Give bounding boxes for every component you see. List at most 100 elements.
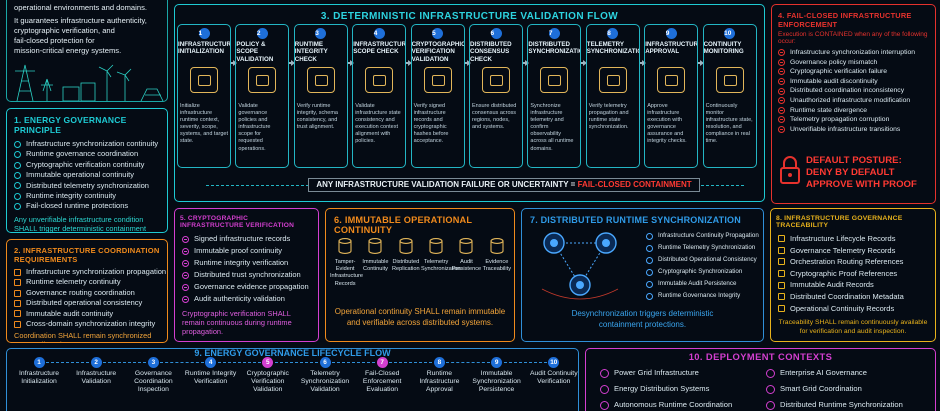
- continuity-step: Telemetry Synchronization: [421, 233, 461, 273]
- lifecycle-connector: [503, 362, 547, 363]
- step-icon: [423, 67, 452, 93]
- step-number: 8: [607, 28, 619, 39]
- flow-arrow: [289, 60, 296, 66]
- panel-title: 10. DEPLOYMENT CONTEXTS: [688, 351, 833, 362]
- list-item: Telemetry propagation corruption: [778, 115, 929, 125]
- lifecycle-step-label: Governance Coordination Inspection: [134, 370, 173, 394]
- step-description: Validate infrastructure state consistenc…: [355, 103, 401, 145]
- lifecycle-step-number: 2: [90, 357, 102, 368]
- step-title: CONTINUITY MONITORING: [703, 41, 744, 56]
- coordination-panel: 2. INFRASTRUCTURE COORDINATION REQUIREME…: [6, 239, 168, 343]
- step-icon: [190, 67, 218, 93]
- list-item: Unverifiable infrastructure transitions: [778, 125, 929, 135]
- document-icon: [778, 258, 785, 266]
- step-description: Approve infrastructure execution with go…: [647, 103, 687, 145]
- traceability-panel: 8. INFRASTRUCTURE GOVERNANCE TRACEABILIT…: [770, 208, 936, 342]
- continuity-step: Distributed Replication: [391, 233, 421, 273]
- list-item: Immutable audit discontinuity: [778, 77, 929, 87]
- list-item: Distributed coordination inconsistency: [778, 86, 929, 96]
- step-number: 7: [548, 28, 560, 39]
- posture-line: DENY BY DEFAULT: [806, 167, 895, 178]
- panel-note: Coordination SHALL remain synchronized a…: [14, 331, 152, 342]
- list-item: Immutable operational continuity: [14, 170, 160, 180]
- flow-arrow: [581, 60, 588, 66]
- list-item: Unauthorized infrastructure modification: [778, 96, 929, 106]
- continuity-step: Immutable Continuity: [360, 233, 390, 273]
- step-title: DISTRIBUTED CONSENSUS CHECK: [470, 41, 512, 63]
- continuity-step-label: Evidence Traceability: [482, 259, 512, 273]
- lifecycle-connector: [274, 362, 318, 363]
- list-item: Runtime integrity continuity: [14, 191, 160, 201]
- crypto-panel: 5. CRYPTOGRAPHIC INFRASTRUCTURE VERIFICA…: [174, 208, 319, 342]
- list-item: Audit authenticity validation: [182, 293, 311, 305]
- panel-title: 7. DISTRIBUTED RUNTIME SYNCHRONIZATION: [530, 215, 741, 225]
- step-description: Verify telemetry propagation and runtime…: [588, 103, 629, 131]
- step-title: RUNTIME INTEGRITY CHECK: [294, 41, 328, 63]
- list-item: Governance Telemetry Records: [778, 245, 928, 257]
- database-icon: [490, 238, 504, 254]
- list-item: Distributed Operational Consistency: [646, 254, 759, 266]
- lifecycle-step-label: Fail-Closed Enforcement Evaluation: [362, 370, 402, 394]
- x-circle-icon: [778, 116, 785, 124]
- continuity-step-label: Distributed Replication: [391, 259, 420, 273]
- panel-note: Desynchronization triggers deterministic…: [571, 309, 714, 329]
- step-description: Verify signed infrastructure records and…: [413, 103, 449, 145]
- list-item: Governance policy mismatch: [778, 58, 929, 68]
- list-item: Distributed Runtime Synchronization: [766, 397, 903, 411]
- step-icon: [365, 67, 394, 93]
- flow-arrow: [231, 60, 237, 66]
- list-item: Fail-closed runtime protections: [14, 201, 160, 211]
- list-item: Distributed operational consistency: [14, 298, 160, 308]
- lifecycle-connector: [332, 362, 376, 363]
- list-item: Distributed Coordination Metadata: [778, 291, 928, 303]
- database-icon: [399, 238, 413, 254]
- database-icon: [429, 238, 443, 254]
- list-item: Immutable Audit Records: [778, 279, 928, 291]
- list-item: Runtime Telemetry Synchronization: [646, 242, 759, 254]
- lifecycle-step-label: Infrastructure Initialization: [18, 370, 60, 386]
- lifecycle-connector: [160, 362, 204, 363]
- step-title: INFRASTRUCTURE SCOPE CHECK: [353, 41, 407, 56]
- continuity-step-label: Telemetry Synchronization: [421, 259, 461, 273]
- check-circle-icon: [182, 283, 189, 291]
- lifecycle-step-number: 5: [262, 357, 274, 368]
- list-item: Distributed trust synchronization: [182, 269, 311, 281]
- check-circle-icon: [646, 244, 653, 252]
- sync-panel: 7. DISTRIBUTED RUNTIME SYNCHRONIZATION I…: [521, 208, 764, 342]
- lifecycle-step-label: Runtime Integrity Verification: [184, 370, 237, 386]
- step-description: Verify runtime integrity, schema consist…: [296, 103, 338, 131]
- x-circle-icon: [778, 49, 785, 57]
- document-icon: [778, 304, 785, 312]
- lifecycle-step-number: 1: [33, 357, 45, 368]
- step-number: 6: [490, 28, 502, 39]
- list-item: Immutable Audit Persistence: [646, 278, 759, 290]
- flow-arrow: [406, 60, 413, 66]
- step-number: 5: [432, 28, 444, 39]
- list-item: Governance routing coordination: [14, 288, 160, 298]
- panel-title: 3. DETERMINISTIC INFRASTRUCTURE VALIDATI…: [320, 11, 619, 22]
- x-circle-icon: [778, 126, 785, 134]
- sync-network-diagram: [541, 232, 619, 300]
- continuity-step: Evidence Traceability: [482, 233, 512, 273]
- panel-title: 1. ENERGY GOVERNANCE PRINCIPLE: [14, 115, 127, 135]
- panel-title: 9. ENERGY GOVERNANCE LIFECYCLE FLOW: [194, 348, 391, 358]
- panel-note: Operational continuity SHALL remain immu…: [334, 307, 506, 327]
- list-item: Runtime Governance Integrity: [646, 290, 759, 302]
- list-item: Orchestration Routing References: [778, 256, 928, 268]
- circle-icon: [14, 171, 21, 179]
- circle-icon: [14, 203, 21, 211]
- x-circle-icon: [778, 97, 785, 105]
- intro-line: mission-critical energy systems.: [14, 46, 122, 55]
- lifecycle-connector: [389, 362, 433, 363]
